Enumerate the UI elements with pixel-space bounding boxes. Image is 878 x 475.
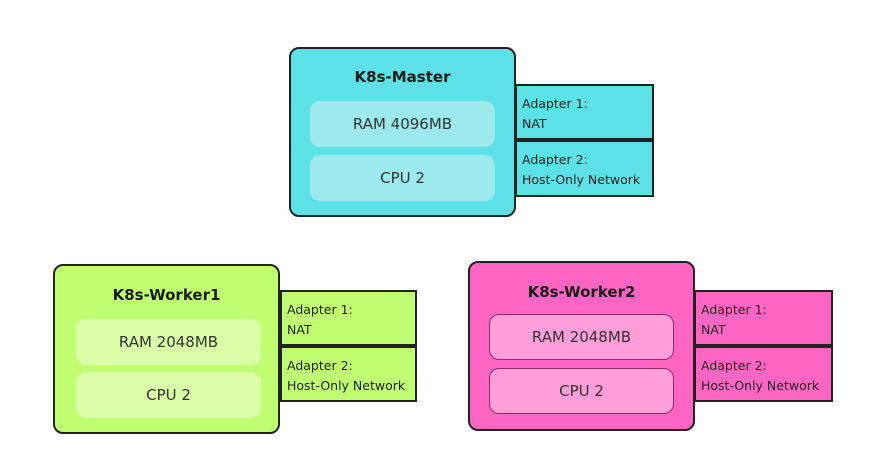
- worker1-adapter2-box: Adapter 2: Host-Only Network: [280, 346, 417, 402]
- worker2-adapter1-box: Adapter 1: NAT: [694, 290, 833, 346]
- worker1-adapter1-value: NAT: [287, 322, 312, 337]
- worker1-node-box: K8s-Worker1 RAM 2048MB CPU 2: [53, 264, 280, 434]
- worker2-ram-box: RAM 2048MB: [489, 314, 674, 360]
- master-cpu-box: CPU 2: [310, 155, 495, 201]
- master-ram-box: RAM 4096MB: [310, 101, 495, 147]
- worker2-adapter1-label: Adapter 1:: [701, 302, 767, 317]
- master-adapter1-label: Adapter 1:: [522, 96, 588, 111]
- worker1-adapter2-value: Host-Only Network: [287, 378, 406, 393]
- worker2-node-title: K8s-Worker2: [527, 283, 636, 301]
- master-adapter1-value: NAT: [522, 116, 547, 131]
- worker2-adapter1-value: NAT: [701, 322, 726, 337]
- worker1-cpu-box: CPU 2: [76, 372, 261, 418]
- master-adapter2-label: Adapter 2:: [522, 152, 588, 167]
- worker2-adapter2-label: Adapter 2:: [701, 358, 767, 373]
- worker1-adapter1-label: Adapter 1:: [287, 302, 353, 317]
- worker2-adapter2-value: Host-Only Network: [701, 378, 820, 393]
- master-node-title: K8s-Master: [354, 68, 451, 86]
- master-node-box: K8s-Master RAM 4096MB CPU 2: [289, 47, 516, 217]
- master-adapter1-box: Adapter 1: NAT: [515, 84, 654, 140]
- worker2-cpu-box: CPU 2: [489, 368, 674, 414]
- master-adapter2-box: Adapter 2: Host-Only Network: [515, 140, 654, 197]
- worker1-node-title: K8s-Worker1: [112, 286, 221, 304]
- worker1-adapter1-box: Adapter 1: NAT: [280, 290, 417, 346]
- worker2-node-box: K8s-Worker2 RAM 2048MB CPU 2: [468, 261, 695, 431]
- worker1-adapter2-label: Adapter 2:: [287, 358, 353, 373]
- master-adapter2-value: Host-Only Network: [522, 172, 641, 187]
- worker1-ram-box: RAM 2048MB: [76, 319, 261, 365]
- worker2-adapter2-box: Adapter 2: Host-Only Network: [694, 346, 833, 402]
